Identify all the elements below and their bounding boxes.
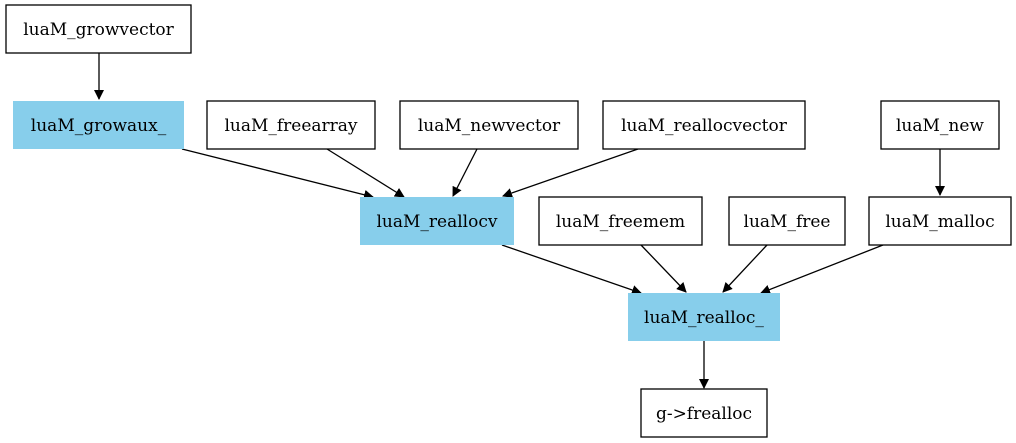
node-frealloc: g->frealloc [640,388,768,438]
node-new: luaM_new [880,100,1000,150]
node-freemem: luaM_freemem [538,196,703,246]
edge-malloc-to-realloc [760,244,884,295]
edge-layer [94,53,945,389]
node-label-malloc: luaM_malloc [885,212,994,232]
node-reallocvector: luaM_reallocvector [602,100,806,150]
edge-reallocv-to-realloc [501,244,642,295]
node-free: luaM_free [728,196,846,246]
node-label-freemem: luaM_freemem [556,212,685,232]
edge-freemem-to-realloc [640,244,687,293]
node-box-newvector [399,100,579,150]
node-box-new [880,100,1000,150]
node-label-frealloc: g->frealloc [656,404,752,424]
node-box-free [728,196,846,246]
node-malloc: luaM_malloc [868,196,1012,246]
node-label-reallocvector: luaM_reallocvector [621,116,788,136]
node-label-reallocv: luaM_reallocv [377,212,498,232]
node-label-free: luaM_free [744,212,831,232]
node-growvector: luaM_growvector [5,4,192,54]
node-label-freearray: luaM_freearray [224,116,357,136]
node-freearray: luaM_freearray [206,100,376,150]
node-box-reallocvector [602,100,806,150]
node-box-growvector [5,4,192,54]
node-newvector: luaM_newvector [399,100,579,150]
node-layer: luaM_growvector luaM_growaux_ luaM_freearr… [5,4,1012,438]
node-label-newvector: luaM_newvector [418,116,561,136]
node-box-freemem [538,196,703,246]
node-box-realloc [628,293,780,341]
edge-newvector-to-reallocv [452,148,478,197]
node-box-growaux [13,101,184,149]
node-box-freearray [206,100,376,150]
edge-growaux-to-reallocv [181,148,374,200]
node-reallocv: luaM_reallocv [360,197,514,245]
edge-free-to-realloc [722,244,768,293]
node-box-frealloc [640,388,768,438]
node-growaux: luaM_growaux_ [13,101,184,149]
node-label-new: luaM_new [896,116,984,136]
node-label-growaux: luaM_growaux_ [31,116,167,136]
edge-reallocvector-to-reallocv [502,148,639,198]
node-label-realloc: luaM_realloc_ [644,308,764,328]
node-label-growvector: luaM_growvector [23,20,174,40]
node-box-malloc [868,196,1012,246]
node-box-reallocv [360,197,514,245]
node-realloc: luaM_realloc_ [628,293,780,341]
edge-freearray-to-reallocv [326,148,405,198]
